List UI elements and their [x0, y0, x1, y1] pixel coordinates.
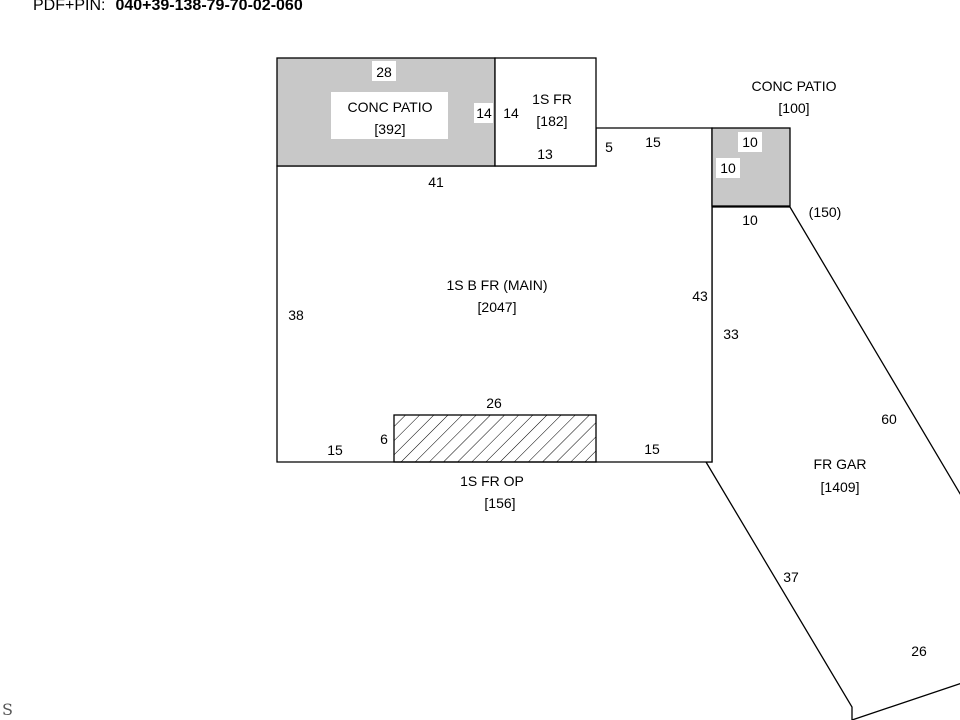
garage-sqft: [1409]	[821, 479, 860, 495]
corner-glyph: S	[2, 700, 13, 719]
west-patio-label-box	[331, 92, 448, 139]
dim-main-top: 41	[428, 174, 444, 190]
fr-addition-width: 13	[537, 146, 553, 162]
dim-bottom-left: 15	[327, 442, 343, 458]
east-patio-name: CONC PATIO	[751, 78, 836, 94]
dim-garage-left: 33	[723, 326, 739, 342]
dim-bottom-right: 15	[644, 441, 660, 457]
garage-area-note: (150)	[809, 204, 842, 220]
fr-addition-depth: 14	[503, 105, 519, 121]
dim-top-right: 15	[645, 134, 661, 150]
porch-sqft: [156]	[484, 495, 515, 511]
fr-addition-name: 1S FR	[532, 91, 572, 107]
open-porch-area	[393, 414, 597, 463]
parcel-header: PDF+PIN: 040+39-138-79-70-02-060	[33, 0, 303, 15]
fr-addition-sqft: [182]	[536, 113, 567, 129]
main-area-sqft: [2047]	[478, 299, 517, 315]
west-patio-width-box	[372, 61, 396, 81]
porch-width: 26	[486, 395, 502, 411]
porch-depth: 6	[380, 431, 388, 447]
fr-addition-area	[494, 57, 597, 167]
east-patio-top: 10	[742, 134, 758, 150]
west-patio-depth-box	[474, 103, 493, 123]
main-area-name: 1S B FR (MAIN)	[446, 277, 547, 293]
dim-garage-lower: 37	[783, 569, 799, 585]
pin-label: PDF+PIN:	[33, 0, 106, 14]
porch-name: 1S FR OP	[460, 473, 524, 489]
east-patio-bottom: 10	[742, 212, 758, 228]
west-patio-width: 28	[376, 64, 392, 80]
garage-name: FR GAR	[814, 456, 867, 472]
west-patio-depth: 14	[476, 105, 492, 121]
dim-left: 38	[288, 307, 304, 323]
west-patio-name: CONC PATIO	[347, 99, 432, 115]
east-patio-top-box	[738, 132, 762, 152]
east-patio-side: 10	[720, 160, 736, 176]
main-house-outline	[276, 127, 713, 463]
dim-garage-bottom: 26	[911, 643, 927, 659]
dim-step: 5	[605, 139, 613, 155]
dim-garage-right: 60	[881, 411, 897, 427]
dim-right: 43	[692, 288, 708, 304]
west-patio-sqft: [392]	[374, 121, 405, 137]
east-patio-sqft: [100]	[778, 100, 809, 116]
east-patio-side-box	[716, 158, 740, 178]
pin-value: 040+39-138-79-70-02-060	[115, 0, 303, 14]
